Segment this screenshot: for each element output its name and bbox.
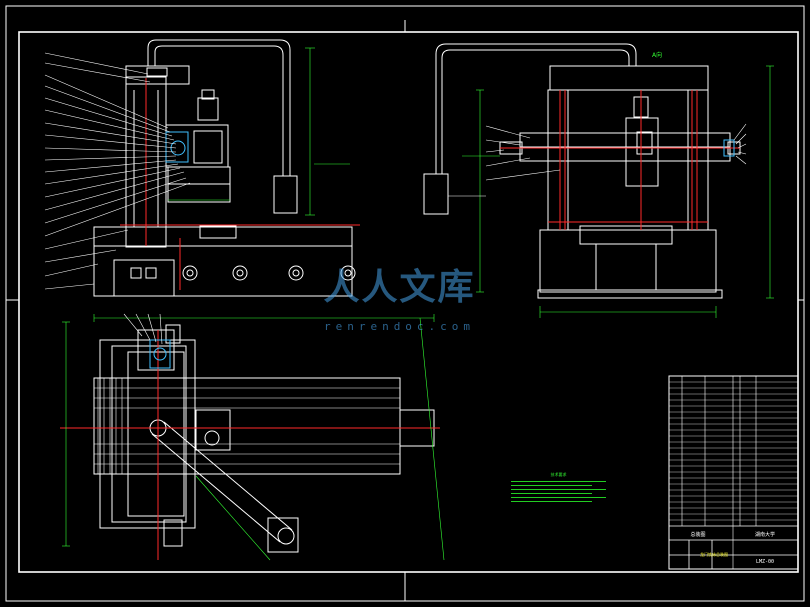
- side-view-leaders: [44, 52, 191, 290]
- front-view-highlights: [500, 90, 740, 230]
- front-view-dimensions: [462, 65, 774, 318]
- parts-list-rows: [669, 381, 798, 521]
- side-view: [93, 39, 356, 297]
- technical-notes-lines: [511, 481, 606, 502]
- technical-note-line: [511, 497, 606, 498]
- top-view-highlights: [60, 330, 440, 560]
- title-block-school: 湖南大学: [754, 532, 775, 538]
- top-view-grid: [94, 378, 400, 474]
- front-view: [423, 43, 741, 299]
- top-view-dimensions: [62, 314, 445, 561]
- technical-note-line: [511, 481, 606, 482]
- front-view-leaders: [448, 123, 747, 197]
- top-view: [93, 324, 435, 553]
- technical-notes-title: 技术要求: [550, 472, 567, 477]
- technical-note-line: [511, 485, 592, 486]
- top-view-arm: [151, 421, 293, 543]
- title-block-drawing-title: 龙门铣床总装图: [700, 552, 728, 557]
- technical-note-line: [511, 489, 606, 490]
- title-block-frame: [669, 525, 798, 569]
- technical-note-line: [511, 501, 592, 502]
- technical-notes: 技术要求: [511, 472, 606, 518]
- side-view-highlights: [120, 78, 360, 290]
- top-view-leaders: [123, 313, 163, 345]
- parts-list-table: [668, 375, 799, 570]
- title-block-design: 总装图: [690, 532, 706, 538]
- title-block-drawing-code: LMZ-00: [755, 559, 775, 565]
- technical-note-line: [511, 493, 592, 494]
- side-view-dimensions: [168, 47, 350, 216]
- front-view-label: A向: [652, 52, 663, 59]
- inner-frame: [18, 31, 799, 573]
